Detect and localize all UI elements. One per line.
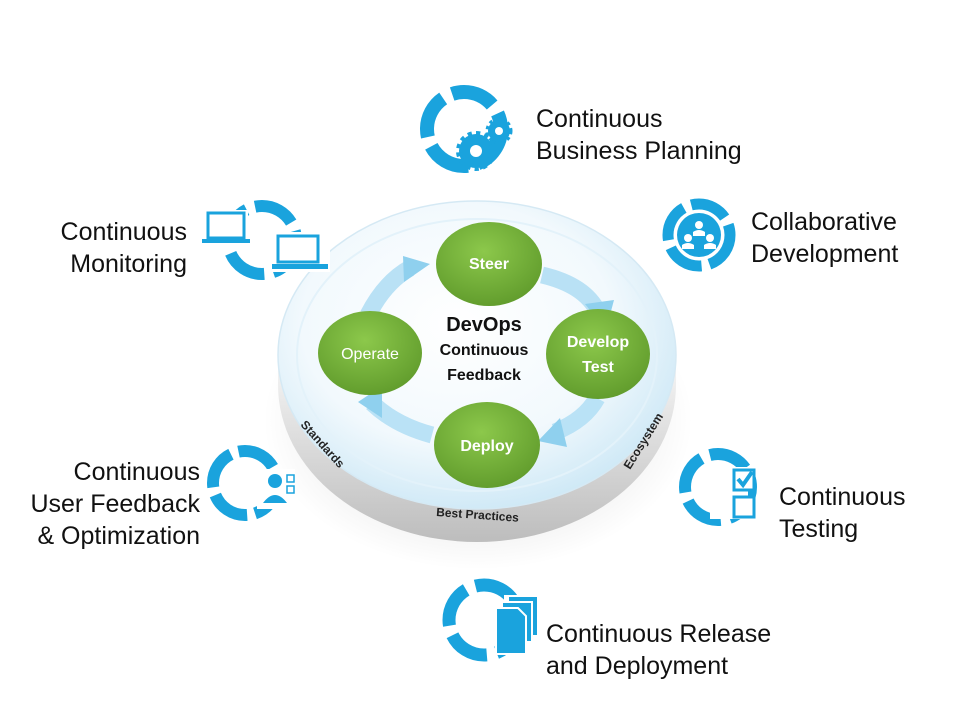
label-feedback: Continuous User Feedback & Optimization <box>30 456 200 552</box>
arrowhead-steer <box>403 256 430 282</box>
label-release-line1: Continuous Release <box>546 620 772 648</box>
center-title: DevOps <box>446 314 522 336</box>
label-feedback-line1: Continuous <box>73 458 200 486</box>
label-testing: Continuous Testing <box>779 481 905 545</box>
label-feedback-line2: User Feedback <box>30 490 200 518</box>
label-collab-line1: Collaborative <box>751 208 897 236</box>
label-monitoring: Continuous Monitoring <box>61 216 187 280</box>
label-monitoring-line2: Monitoring <box>70 250 187 278</box>
node-deploy: Deploy <box>434 402 540 488</box>
node-deploy-label: Deploy <box>460 438 513 455</box>
label-testing-line1: Continuous <box>779 483 906 511</box>
platform-top <box>277 200 677 510</box>
label-planning-line2: Business Planning <box>536 137 742 165</box>
label-collab-line2: Development <box>751 240 899 268</box>
node-steer-label: Steer <box>469 256 509 273</box>
arrowhead-deploy <box>538 418 567 447</box>
node-develop-test: Develop Test <box>546 309 650 399</box>
label-release: Continuous Release and Deployment <box>546 618 771 682</box>
node-steer: Steer <box>436 222 542 306</box>
label-monitoring-line1: Continuous <box>60 218 187 246</box>
rim-label-best-practices: Best Practices <box>436 505 520 525</box>
gears-icon <box>420 85 513 173</box>
label-planning: Continuous Business Planning <box>536 103 742 167</box>
laptops-icon <box>202 200 330 280</box>
people-icon <box>662 198 736 272</box>
label-release-line2: and Deployment <box>546 652 729 680</box>
checklist-icon <box>679 448 757 526</box>
node-operate: Operate <box>318 311 422 395</box>
documents-icon <box>442 578 539 662</box>
center-subtitle-line2: Feedback <box>447 367 521 384</box>
label-collab: Collaborative Development <box>751 206 898 270</box>
label-feedback-line3: & Optimization <box>37 522 200 550</box>
label-testing-line2: Testing <box>779 515 859 543</box>
node-test-label: Test <box>582 359 614 376</box>
node-develop-label: Develop <box>567 334 629 351</box>
center-subtitle-line1: Continuous <box>440 342 529 359</box>
label-planning-line1: Continuous <box>536 105 663 133</box>
node-operate-label: Operate <box>341 346 399 363</box>
user-feedback-icon <box>207 445 295 521</box>
